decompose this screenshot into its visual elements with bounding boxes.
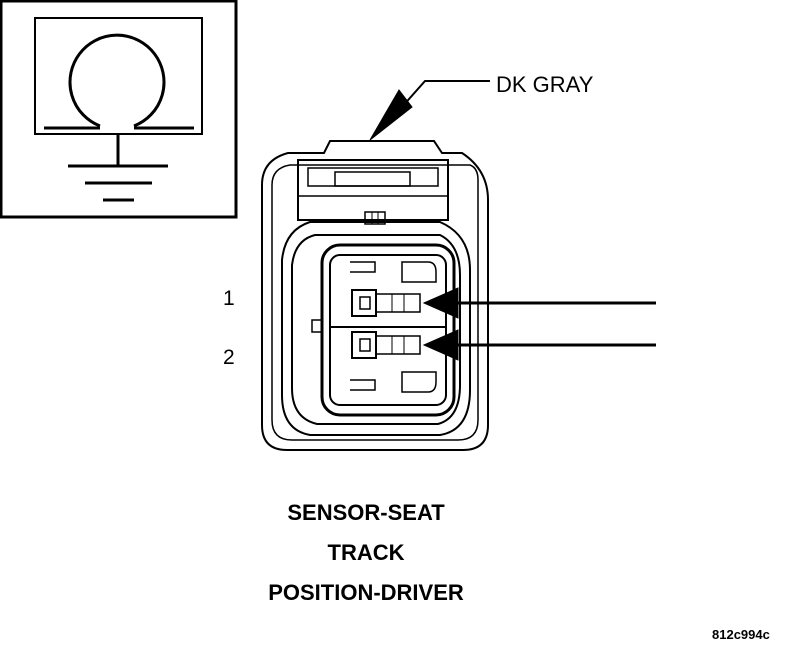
pin-2-number: 2 [223, 346, 235, 369]
title-line-1: SENSOR-SEAT [287, 500, 445, 525]
ground-symbol-box [0, 0, 238, 219]
title-line-2: TRACK [327, 540, 405, 565]
wire-color-leader [369, 80, 490, 141]
pin2-arrow [422, 329, 656, 361]
connector-housing [261, 140, 489, 451]
pin1-arrow [422, 287, 656, 319]
pin-1-number: 1 [223, 287, 235, 310]
figure-id: 812c994c [712, 627, 770, 642]
wire-color-label: DK GRAY [496, 72, 594, 97]
title-line-3: POSITION-DRIVER [268, 580, 464, 605]
